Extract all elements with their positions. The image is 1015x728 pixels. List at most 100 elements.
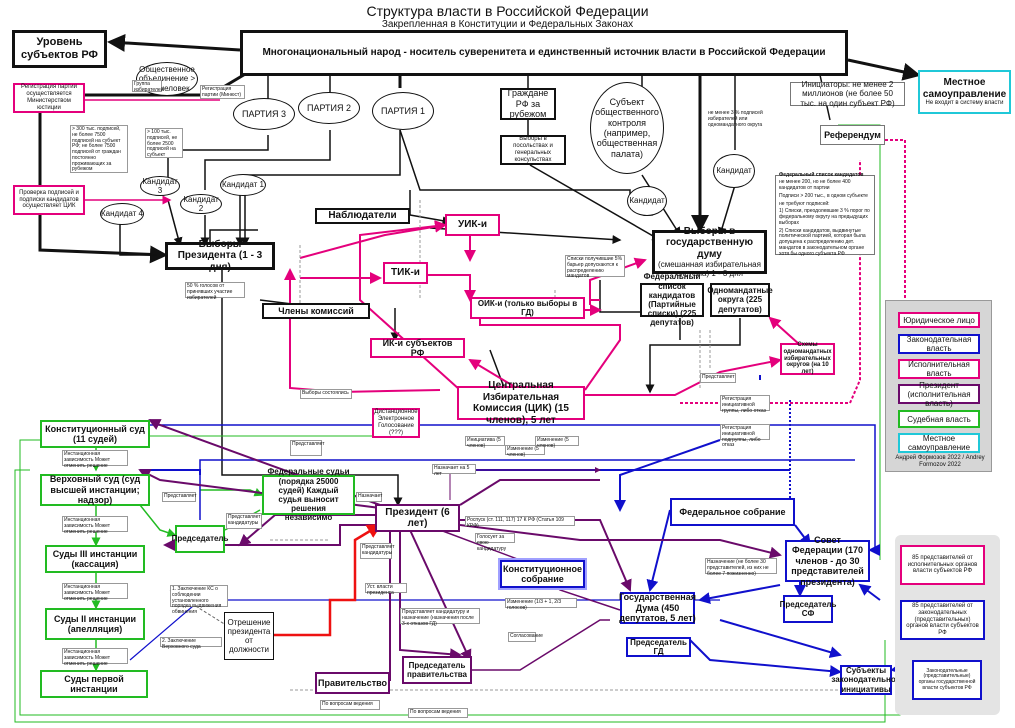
legend-legal: Юридическое лицо <box>898 312 980 328</box>
court-chairman-box: Председатель <box>172 525 228 553</box>
party-registration-box: Регистрация партии осуществляется Минист… <box>13 83 85 113</box>
president-box[interactable]: Президент (6 лет) <box>375 504 460 532</box>
represents-label-top: Представляет <box>700 373 736 383</box>
party-3-ellipse[interactable]: ПАРТИЯ 3 <box>233 98 295 130</box>
ik-subjects-box: ИК-и субъектов РФ <box>370 338 465 358</box>
state-duma-box[interactable]: Государственная Дума (450 депутатов, 5 л… <box>619 592 696 624</box>
candidate-1-ellipse[interactable]: Кандидат 1 <box>220 174 266 196</box>
initiators-box: Инициаторы: не менее 2 миллионов (не бол… <box>790 80 905 108</box>
federal-list-note-3: не требуют подписей: <box>779 200 830 207</box>
federal-list-note: Федеральный список кандидатов не менее 2… <box>775 171 875 257</box>
president-elections-box[interactable]: Выборы Президента (1 - 3 дня) <box>165 239 275 273</box>
on-questions-label-1: По вопросам ведения <box>320 700 380 710</box>
local-government-title: Местное самоуправление <box>922 77 1007 100</box>
appoints-5-years-label: Назначает на 5 лет <box>432 464 476 477</box>
duma-signatures-label: не менее 3 % подписей избирателей или од… <box>708 110 763 128</box>
public-control-ellipse: Субъект общественного контроля (например… <box>590 82 664 174</box>
federal-list-note-header: Федеральный список кандидатов <box>779 171 864 178</box>
party-2-ellipse[interactable]: ПАРТИЯ 2 <box>298 92 360 124</box>
group-registration-label: Регистрация инициативной группы, либо от… <box>720 395 770 413</box>
change-label: Изменение (5 членов) <box>505 445 545 458</box>
change-label-2: Изменение (5 членов) <box>535 436 579 449</box>
federal-judges-box: Федеральные судьи (порядка 25000 судей) … <box>262 467 355 522</box>
represents-label-court: Представляет <box>162 492 197 502</box>
amendment-label: Изменение (1/3 + 1, 2/3 голосов) <box>505 598 577 611</box>
government-box[interactable]: Правительство <box>315 672 390 694</box>
impeachment-document: Отрешение президента от должности <box>224 612 274 660</box>
federal-list-note-1: не менее 200, но не более 400 кандидатов… <box>779 179 851 192</box>
legend-judicial: Судебная власть <box>898 410 980 428</box>
cik-box[interactable]: Центральная Избирательная Комиссия (ЦИК)… <box>457 380 585 426</box>
represents-candidates-label: Представляет кандидатуры <box>226 513 262 529</box>
candidate-3-ellipse[interactable]: Кандидат 3 <box>140 176 180 196</box>
federation-council-box[interactable]: Совет Федерации (170 членов - до 30 пред… <box>785 535 870 587</box>
embassy-elections-box: Выборы в посольствах и генеральных консу… <box>500 135 566 165</box>
court-third-instance-box[interactable]: Суды III инстанции (кассация) <box>45 545 145 573</box>
legend-executive: Исполнительная власть <box>898 359 980 379</box>
legend-local: Местное самоуправление <box>898 433 980 453</box>
voters-group-label: Группа избирателей <box>132 80 164 93</box>
signatures-100k-label: > 100 тыс. подписей, не более 2500 подпи… <box>145 128 183 158</box>
represents-label-cs: Представляет <box>290 440 325 456</box>
citizens-abroad-box: Граждане РФ за рубежом <box>500 88 556 120</box>
appointment-30-label: Назначение (не более 30 представителей, … <box>705 558 777 576</box>
duma-elections-box[interactable]: Выборы в государственную думу (смешанная… <box>652 226 767 278</box>
oik-box: ОИК-и (только выборы в ГД) <box>470 297 585 319</box>
elections-held-label: Выборы состоялись <box>300 389 352 399</box>
percent-50-label: 50 % голосов от принявших участие избира… <box>185 282 245 300</box>
duma-candidate-ellipse-2[interactable]: Кандидат <box>627 186 667 216</box>
instance-dependency-4: Инстанционная зависимость Может отменить… <box>62 648 128 666</box>
votes-label: Голосует за свою кандидатуру <box>475 533 515 551</box>
page-subtitle: Закрепленная в Конституции и Федеральных… <box>381 19 634 30</box>
presents-pm-label: Представляет кандидатуру и назначение (н… <box>400 608 480 626</box>
duma-elections-note: (смешанная избирательная система) 1 - 3 … <box>658 260 761 279</box>
duma-chairman-box: Председатель ГД <box>626 637 691 657</box>
represents-candidates-label-2: Представляет кандидатуры <box>360 543 395 559</box>
candidate-4-ellipse[interactable]: Кандидат 4 <box>100 203 144 225</box>
court-second-instance-box[interactable]: Суды II инстанции (апелляция) <box>45 608 145 640</box>
single-districts-box: Одномандатные округа (225 депутатов) <box>707 283 773 317</box>
party-registration-label: Регистрация партии (Минюст) <box>200 85 245 99</box>
leg-representatives-box: 85 представителей от законодательных (пр… <box>900 600 985 640</box>
remote-voting-box: Дистанционное Электронное Голосование (?… <box>372 408 420 438</box>
federal-list-note-5: 2) Списки кандидатов, выдвинутые политич… <box>779 227 866 257</box>
federal-list-box: Федеральный список кандидатов (Партийные… <box>640 272 704 327</box>
local-government-note: Не входит в систему власти <box>925 100 1004 107</box>
constitutional-court-box[interactable]: Конституционный суд (11 судей) <box>40 420 150 448</box>
referendum-box[interactable]: Референдум <box>820 125 885 145</box>
supreme-court-box[interactable]: Верховный суд (суд высшей инстанции; над… <box>40 474 150 506</box>
party-1-ellipse[interactable]: ПАРТИЯ 1 <box>372 92 434 130</box>
legend-president: Президент (исполнительная власть) <box>898 381 980 408</box>
signatures-300k-label: > 300 тыс. подписей, не более 7500 подпи… <box>70 125 128 173</box>
president-powers-label: Уст. власти президента <box>365 583 407 596</box>
federation-council-chairman-box: Председатель СФ <box>780 595 836 623</box>
instance-dependency-3: Инстанционная зависимость Может отменить… <box>62 583 128 601</box>
exec-representatives-box: 85 представителей от исполнительных орга… <box>900 545 985 585</box>
federal-assembly-box[interactable]: Федеральное собрание <box>670 498 795 526</box>
supreme-court-conclusion-label: 2. Заключение Верховного суда <box>160 637 222 650</box>
dissolution-label: Роспуск (ст. 111, 117) 17 К РФ (Статья 1… <box>465 516 575 529</box>
observers-box: Наблюдатели <box>315 208 410 224</box>
instance-dependency-2: Инстанционная зависимость Может отменить… <box>62 516 128 534</box>
people-box: Многонациональный народ - носитель сувер… <box>240 30 848 76</box>
cs-conclusion-label: 1. Заключение КС о соблюдении установлен… <box>170 585 228 615</box>
signature-check-box: Проверка подписей и подписки кандидатов … <box>13 185 85 215</box>
lists-5-percent-label: Списки получившие 5% барьер допускаются … <box>565 255 625 279</box>
subgroup-registration-label: Регистрация инициативной подгруппы, либо… <box>720 424 770 448</box>
leg-organs-box: Законодательные (представительные) орган… <box>912 660 982 700</box>
federal-list-note-4: 1) Списки, преодолевшие 3 % порог по фед… <box>779 208 870 226</box>
legend-legislative: Законодательная власть <box>898 334 980 354</box>
on-questions-label-2: По вопросам ведения <box>408 708 468 718</box>
legislative-initiative-box: Субъекты законодательной инициативы <box>831 665 901 695</box>
page-title: Структура власти в Российской Федерации <box>366 3 649 19</box>
commission-members-box: Члены комиссий <box>262 303 370 319</box>
candidate-2-ellipse[interactable]: Кандидат 2 <box>180 194 222 214</box>
federal-list-note-2: Подписи > 200 тыс., в одном субъекте <box>779 192 868 199</box>
agreement-label: Согласование <box>508 632 543 642</box>
duma-elections-title: Выборы в государственную думу <box>665 225 754 260</box>
tik-box: ТИК-и <box>383 262 428 284</box>
subjects-level-box: Уровень субъектов РФ <box>12 30 107 68</box>
duma-candidate-ellipse-1[interactable]: Кандидат <box>713 154 755 188</box>
pm-box: Председатель правительства <box>402 656 472 684</box>
court-first-instance-box[interactable]: Суды первой инстанции <box>40 670 148 698</box>
